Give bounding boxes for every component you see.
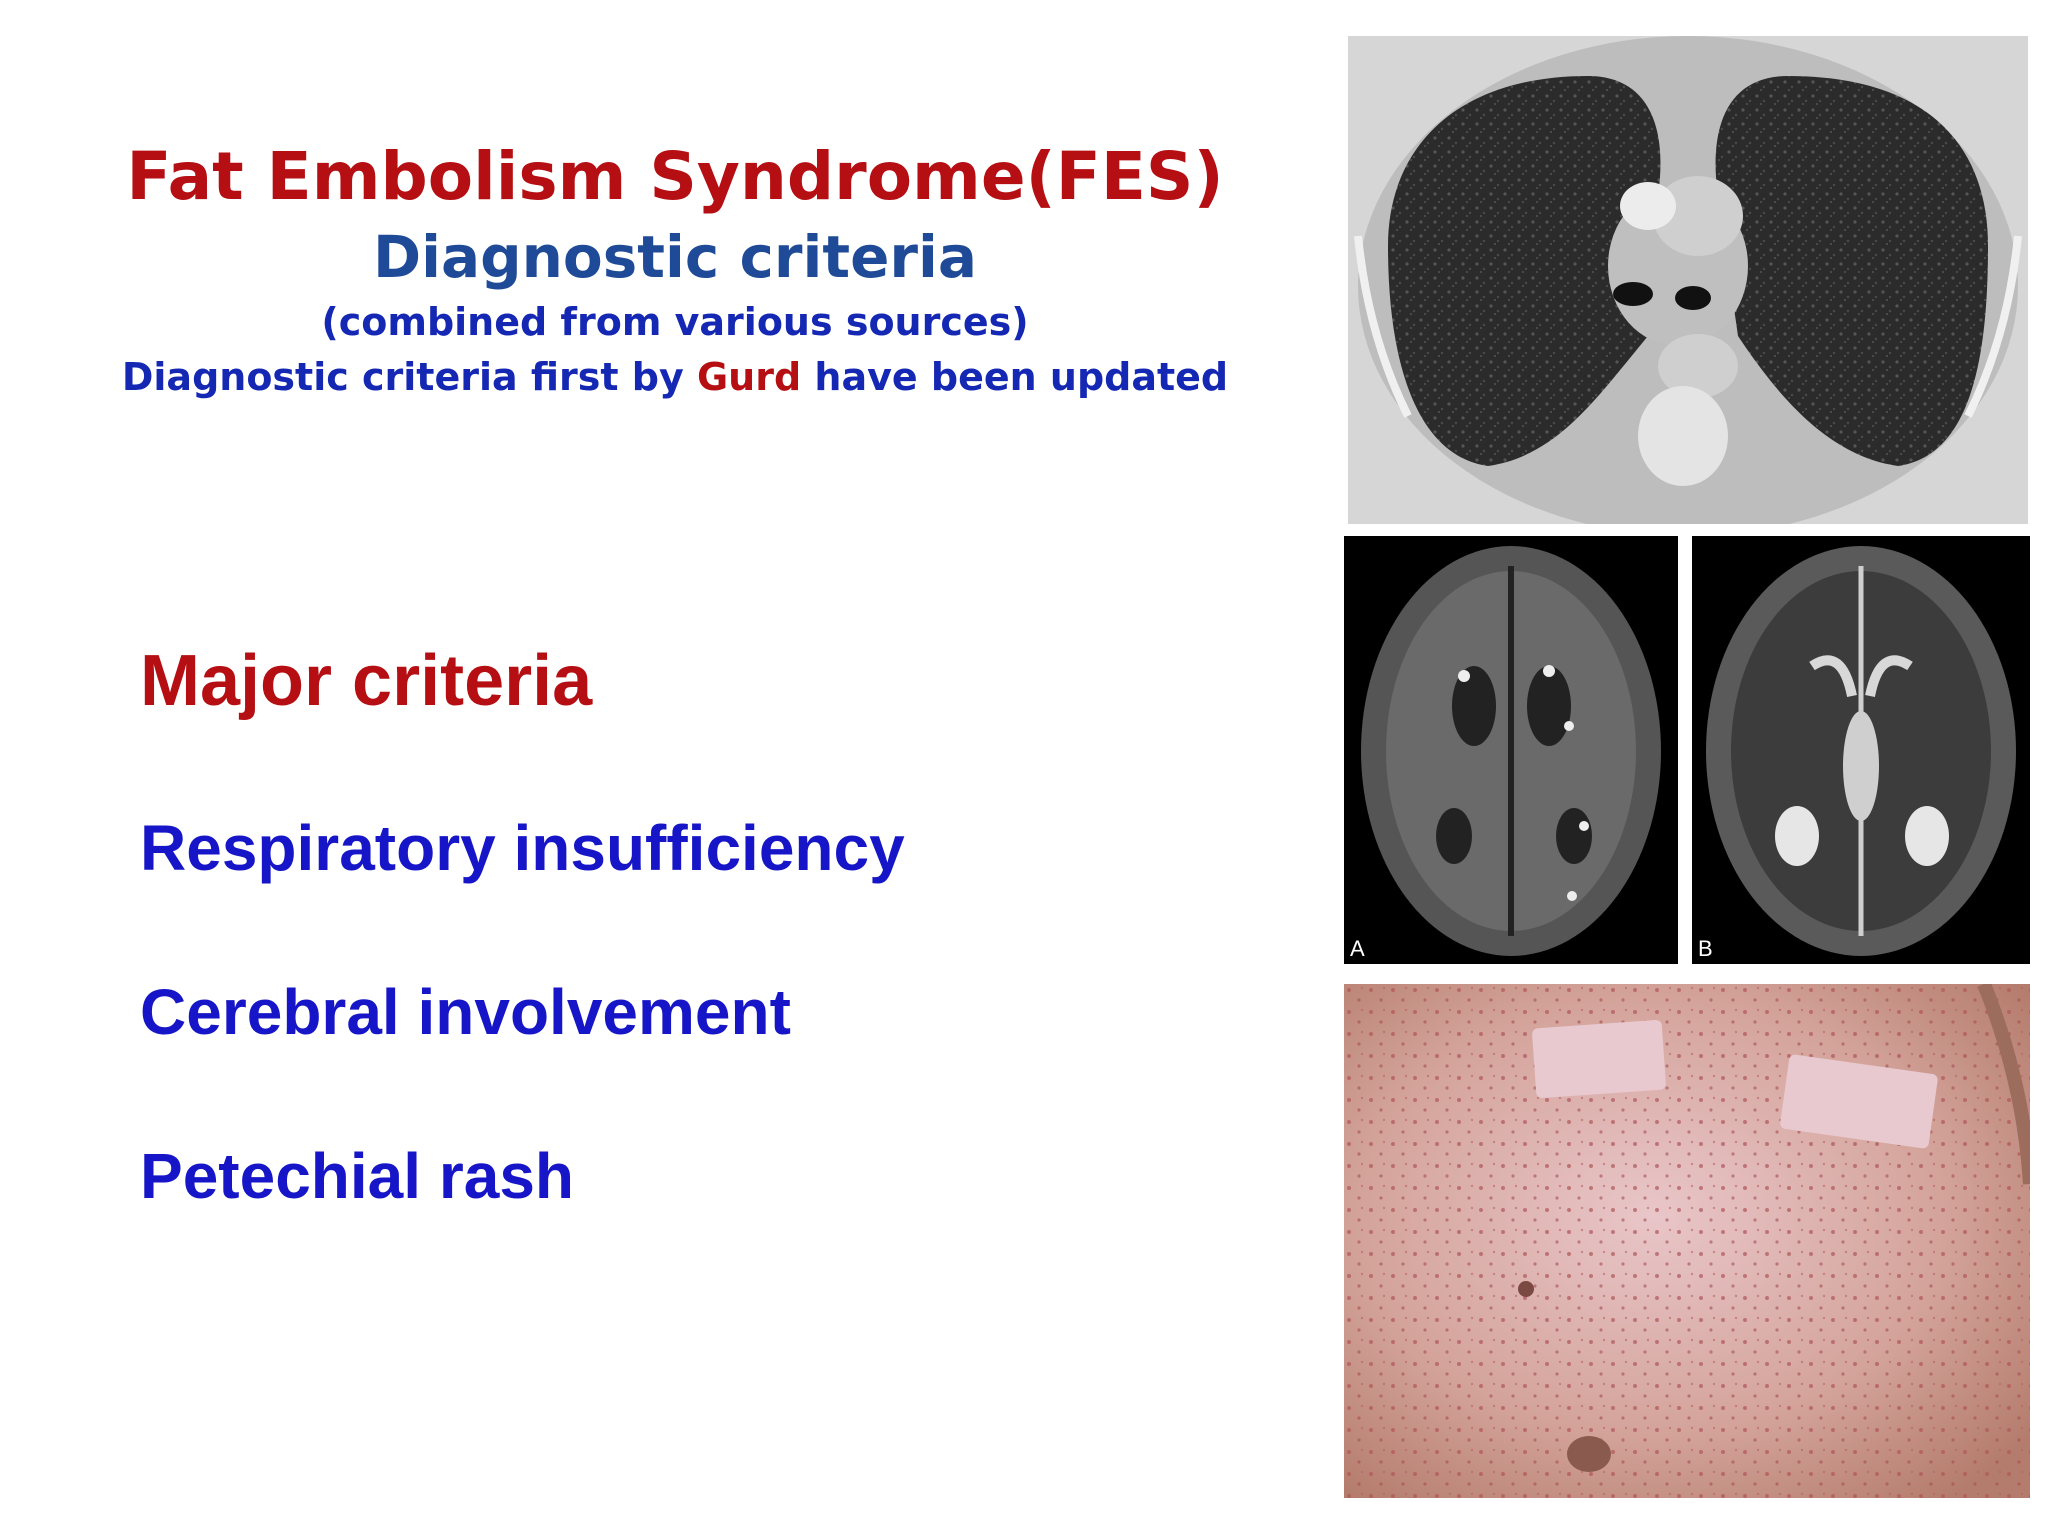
slide-header: Fat Embolism Syndrome(FES) Diagnostic cr… [110, 135, 1240, 405]
criterion-respiratory: Respiratory insufficiency [140, 812, 905, 884]
brain-mri-b-image: B [1692, 536, 2030, 964]
slide-title: Fat Embolism Syndrome(FES) [126, 138, 1224, 215]
updated-prefix: Diagnostic criteria first by [121, 355, 697, 399]
updated-suffix: have been updated [801, 355, 1229, 399]
criteria-list: Respiratory insufficiency Cerebral invol… [140, 808, 905, 1300]
criterion-cerebral: Cerebral involvement [140, 976, 791, 1048]
slide-subtitle: Diagnostic criteria [372, 223, 978, 291]
criterion-petechial-rash: Petechial rash [140, 1140, 574, 1212]
mri-b-label: B [1698, 936, 1713, 961]
sources-note: (combined from various sources) [321, 300, 1029, 344]
updated-note: Diagnostic criteria first by Gurd have b… [110, 349, 1240, 405]
petechial-rash-photo [1344, 984, 2030, 1498]
chest-ct-image [1348, 36, 2028, 524]
gurd-name: Gurd [696, 355, 802, 399]
brain-mri-a-image: A [1344, 536, 1678, 964]
major-criteria-heading: Major criteria [140, 641, 593, 721]
mri-a-label: A [1350, 936, 1365, 961]
